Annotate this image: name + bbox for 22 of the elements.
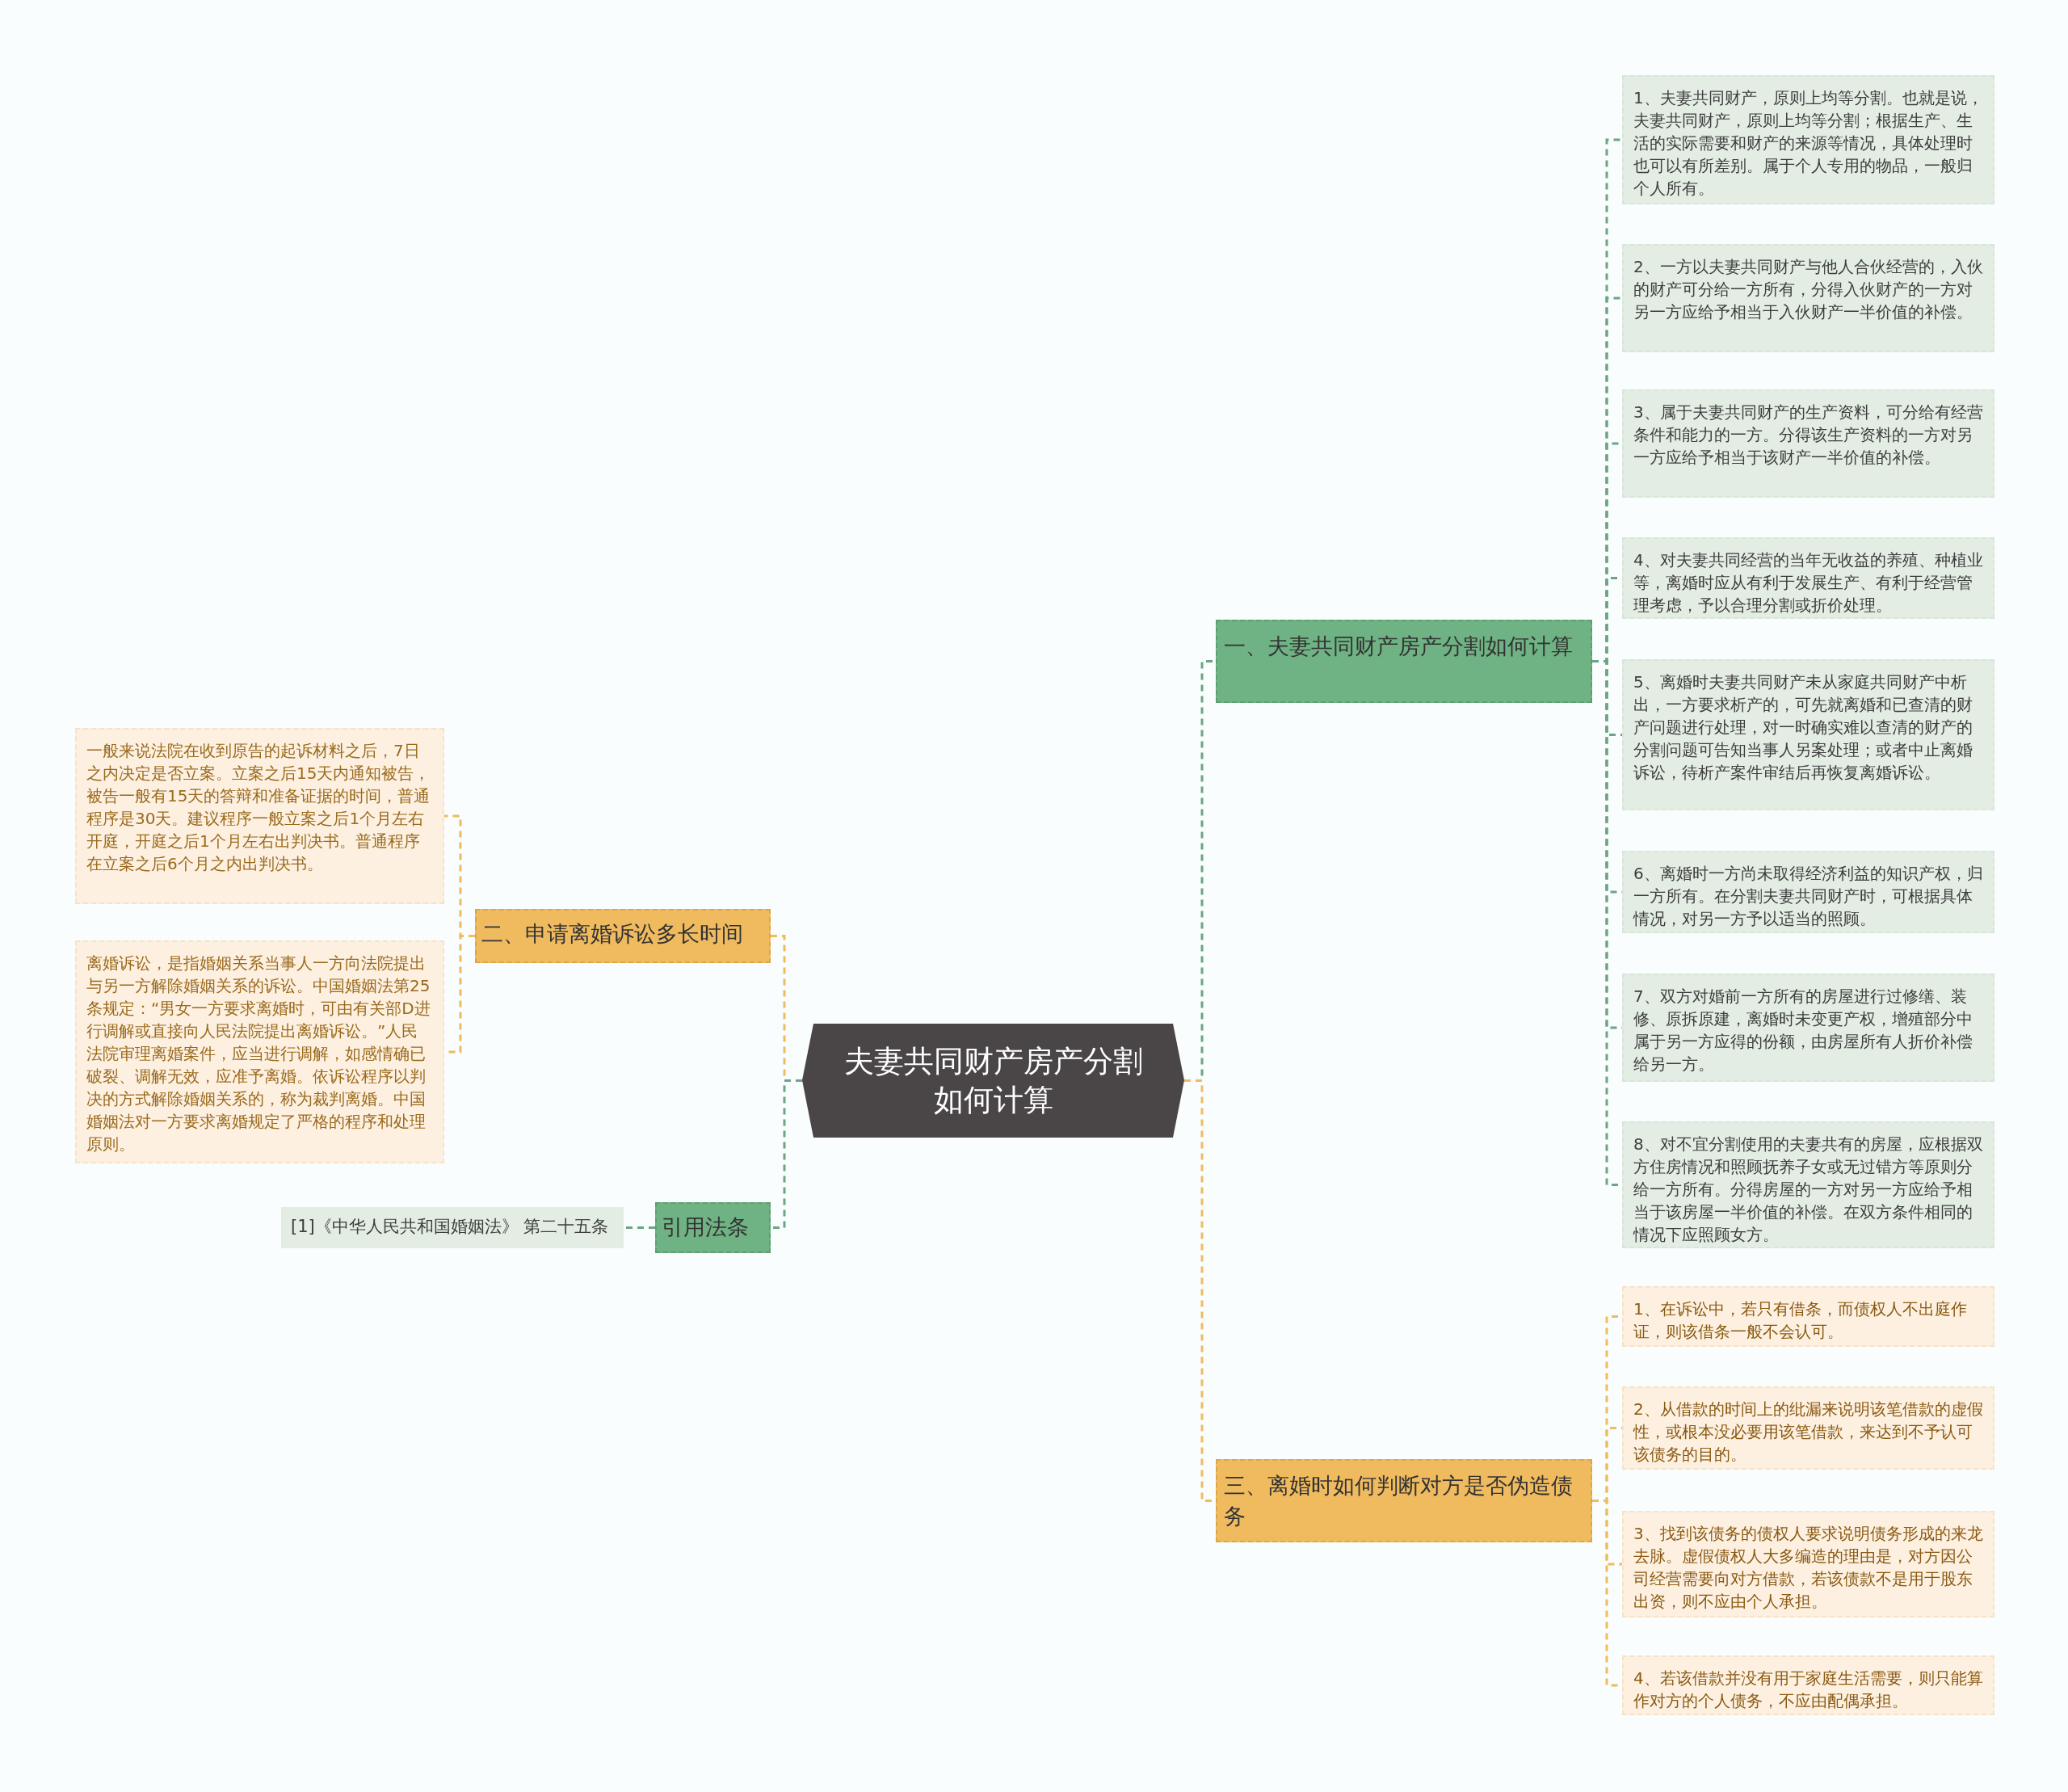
- note-box: 4、若该借款并没有用于家庭生活需要，则只能算作对方的个人债务，不应由配偶承担。: [1622, 1655, 1994, 1715]
- branch-box: 二、申请离婚诉讼多长时间: [475, 909, 771, 963]
- citation-box: [1]《中华人民共和国婚姻法》 第二十五条: [281, 1207, 624, 1248]
- note-box: 离婚诉讼，是指婚姻关系当事人一方向法院提出与另一方解除婚姻关系的诉讼。中国婚姻法第25条规定：“男女一方要求离婚时，可由有关部D进行调解或直接向人民法院提出离婚诉讼。”人民法院审理离婚案件，应当进行调解，如感情确已破裂、调解无效，应准予离婚。依诉讼程序以判决的方式解除婚姻关系的，称为裁判离婚。中国婚姻法对一方要求离婚规定了严格的程序和处理原则。: [75, 940, 444, 1163]
- note-box: 3、属于夫妻共同财产的生产资料，可分给有经营条件和能力的一方。分得该生产资料的一方对另一方应给予相当于该财产一半价值的补偿。: [1622, 389, 1994, 498]
- branch-box: 三、离婚时如何判断对方是否伪造债务: [1216, 1459, 1592, 1542]
- branch-box: 一、夫妻共同财产房产分割如何计算: [1216, 620, 1592, 703]
- topic-hexagon: 夫妻共同财产房产分割如何计算: [802, 1024, 1184, 1138]
- note-box: 4、对夫妻共同经营的当年无收益的养殖、种植业等，离婚时应从有利于发展生产、有利于经营管理考虑，予以合理分割或折价处理。: [1622, 537, 1994, 619]
- connector-line: [624, 1226, 655, 1229]
- note-box: 7、双方对婚前一方所有的房屋进行过修缮、装修、原拆原建，离婚时未变更产权，增殖部分中属于另一方应得的份额，由房屋所有人折价补偿给另一方。: [1622, 974, 1994, 1082]
- note-box: 一般来说法院在收到原告的起诉材料之后，7日之内决定是否立案。立案之后15天内通知被告，被告一般有15天的答辩和准备证据的时间，普通程序是30天。建议程序一般立案之后1个月左右开庭，开庭之后1个月左右出判决书。普通程序在立案之后6个月之内出判决书。: [75, 728, 444, 904]
- note-box: 1、在诉讼中，若只有借条，而债权人不出庭作证，则该借条一般不会认可。: [1622, 1286, 1994, 1347]
- note-box: 8、对不宜分割使用的夫妻共有的房屋，应根据双方住房情况和照顾抚养子女或无过错方等原则分给一方所有。分得房屋的一方对另一方应给予相当于该房屋一半价值的补偿。在双方条件相同的情况下应照顾女方。: [1622, 1121, 1994, 1248]
- note-box: 5、离婚时夫妻共同财产未从家庭共同财产中析出，一方要求析产的，可先就离婚和已查清的财产问题进行处理，对一时确实难以查清的财产的分割问题可告知当事人另案处理；或者中止离婚诉讼，待析产案件审结后再恢复离婚诉讼。: [1622, 659, 1994, 810]
- note-box: 6、离婚时一方尚未取得经济利益的知识产权，归一方所有。在分割夫妻共同财产时，可根据具体情况，对另一方予以适当的照顾。: [1622, 851, 1994, 933]
- note-box: 3、找到该债务的债权人要求说明债务形成的来龙去脉。虚假债权人大多编造的理由是，对方因公司经营需要向对方借款，若该债款不是用于股东出资，则不应由个人承担。: [1622, 1511, 1994, 1617]
- note-box: 2、从借款的时间上的纰漏来说明该笔借款的虚假性，或根本没必要用该笔借款，来达到不予认可该债务的目的。: [1622, 1386, 1994, 1470]
- connector-line: [771, 1079, 802, 1229]
- branch-box: 引用法条: [655, 1202, 771, 1253]
- note-box: 1、夫妻共同财产，原则上均等分割。也就是说，夫妻共同财产，原则上均等分割；根据生产、生活的实际需要和财产的来源等情况，具体处理时也可以有所差别。属于个人专用的物品，一般归个人所有。: [1622, 75, 1994, 204]
- note-box: 2、一方以夫妻共同财产与他人合伙经营的，入伙的财产可分给一方所有，分得入伙财产的一方对另一方应给予相当于入伙财产一半价值的补偿。: [1622, 244, 1994, 352]
